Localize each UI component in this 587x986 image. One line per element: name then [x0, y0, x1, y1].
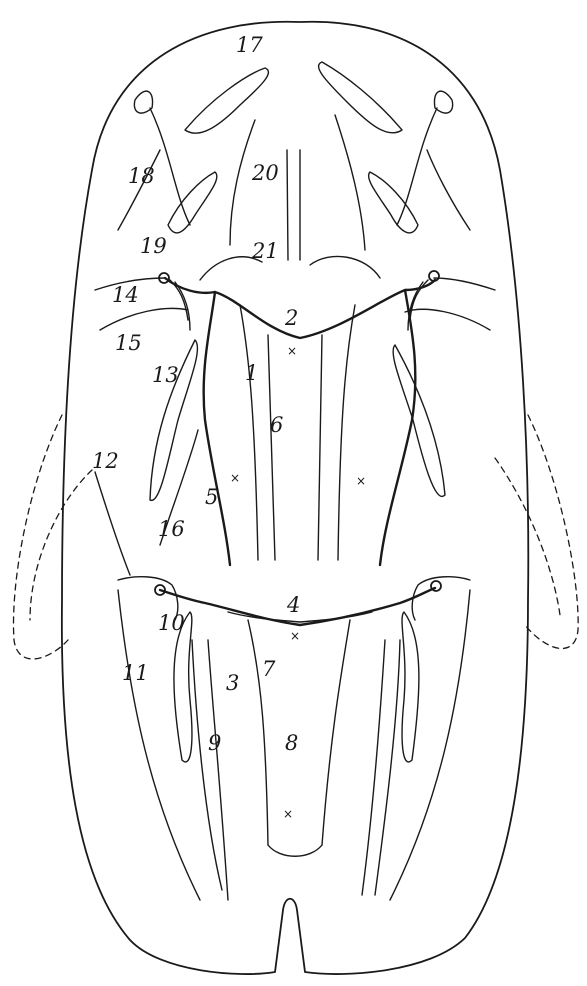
- sclerite-19-right: [369, 172, 418, 233]
- cross-marker-8: ×: [283, 807, 293, 821]
- label-13: 13: [152, 363, 179, 387]
- label-8: 8: [285, 731, 298, 755]
- line-right-a: [362, 640, 385, 895]
- head-right-arch: [310, 256, 380, 278]
- left-wing-dashed-inner: [30, 470, 92, 620]
- median-right-ridge: [335, 115, 365, 250]
- label-6: 6: [270, 413, 283, 437]
- median-line-20: [287, 150, 288, 260]
- line-15-right: [405, 309, 490, 330]
- thorax-plate-right-edge: [380, 290, 415, 565]
- head-left-lobe: [134, 91, 152, 113]
- cross-marker-left-mid: ×: [230, 471, 240, 485]
- line-14-right: [434, 278, 495, 290]
- sclerite-upper-right: [319, 62, 402, 133]
- label-16: 16: [158, 517, 185, 541]
- head-left-curve: [150, 108, 190, 225]
- line-3: [208, 640, 228, 900]
- line-15-left: [100, 308, 188, 330]
- line-11-left: [118, 590, 200, 900]
- thorax-inner-6a: [268, 335, 275, 560]
- thorax-inner-6b: [318, 335, 322, 560]
- label-20: 20: [251, 161, 279, 185]
- cross-marker-right-mid: ×: [356, 474, 366, 488]
- label-15: 15: [115, 331, 142, 355]
- head-right-curve: [397, 108, 437, 225]
- label-18: 18: [128, 164, 155, 188]
- label-7: 7: [262, 657, 276, 681]
- label-9: 9: [208, 731, 221, 755]
- line-18-right: [427, 150, 470, 230]
- spiracle-lower-right: [431, 581, 441, 591]
- line-18-left: [118, 150, 160, 230]
- thorax-plate-left-edge: [204, 292, 230, 565]
- thorax-line-2-left: [240, 305, 258, 560]
- thorax-line-2-right: [338, 305, 355, 560]
- left-wing-dashed: [13, 415, 68, 659]
- label-21: 21: [251, 239, 279, 263]
- label-4: 4: [286, 593, 300, 617]
- label-2: 2: [284, 306, 298, 330]
- right-wing-dashed: [525, 415, 578, 649]
- cross-marker-2: ×: [287, 344, 297, 358]
- label-10: 10: [158, 611, 185, 635]
- thorax2-right-side: [322, 620, 350, 845]
- thorax2-left-side: [248, 620, 268, 845]
- label-17: 17: [236, 33, 263, 57]
- label-11: 11: [122, 661, 149, 685]
- label-5: 5: [205, 485, 218, 509]
- label-19: 19: [140, 234, 167, 258]
- thorax-plate-anterior: [165, 278, 435, 338]
- head-right-lobe: [434, 91, 452, 113]
- label-14: 14: [112, 283, 139, 307]
- label-1: 1: [245, 361, 258, 385]
- plate-8: [268, 845, 322, 856]
- cross-marker-4: ×: [290, 629, 300, 643]
- sclerite-lower-right: [402, 612, 419, 762]
- label-12: 12: [92, 449, 119, 473]
- line-right-b: [375, 640, 400, 895]
- sclerite-13-right: [393, 345, 445, 496]
- line-12-left: [95, 472, 130, 575]
- label-3: 3: [226, 671, 239, 695]
- sclerite-upper-left: [185, 68, 268, 133]
